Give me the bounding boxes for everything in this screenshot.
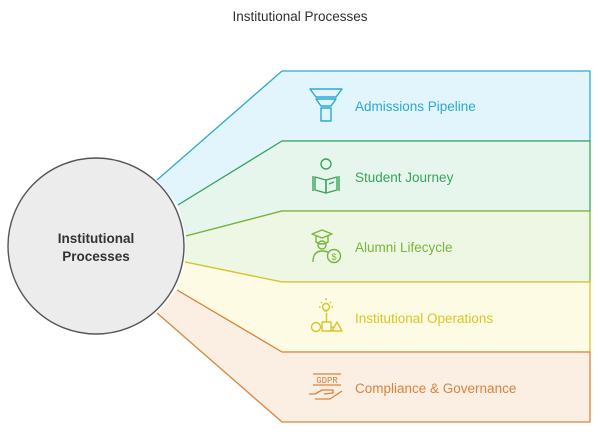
gdpr-hand-icon: GDPR xyxy=(309,373,343,400)
svg-text:GDPR: GDPR xyxy=(316,376,338,386)
panel-label-compliance-governance: Compliance & Governance xyxy=(355,381,516,396)
panel-label-admissions-pipeline: Admissions Pipeline xyxy=(355,99,476,114)
panel-label-student-journey: Student Journey xyxy=(355,170,454,185)
panel-alumni-lifecycle: $ Alumni Lifecycle xyxy=(184,210,591,283)
panel-compliance-governance: GDPR Compliance & Governance xyxy=(156,289,591,423)
svg-text:$: $ xyxy=(331,252,336,262)
process-flow-icon xyxy=(310,298,343,333)
panel-student-journey: Student Journey xyxy=(177,140,591,237)
funnel-icon xyxy=(309,88,343,122)
hub-label-line1: Institutional xyxy=(58,231,135,246)
panel-institutional-operations: Institutional Operations xyxy=(176,261,591,353)
panel-label-alumni-lifecycle: Alumni Lifecycle xyxy=(355,240,453,255)
hub-node: Institutional Processes xyxy=(7,157,185,335)
graduate-dollar-icon: $ xyxy=(311,229,342,264)
panel-label-institutional-operations: Institutional Operations xyxy=(355,311,493,326)
hub-label-line2: Processes xyxy=(62,249,130,264)
student-reading-icon xyxy=(312,158,340,194)
page-title: Institutional Processes xyxy=(232,9,368,24)
